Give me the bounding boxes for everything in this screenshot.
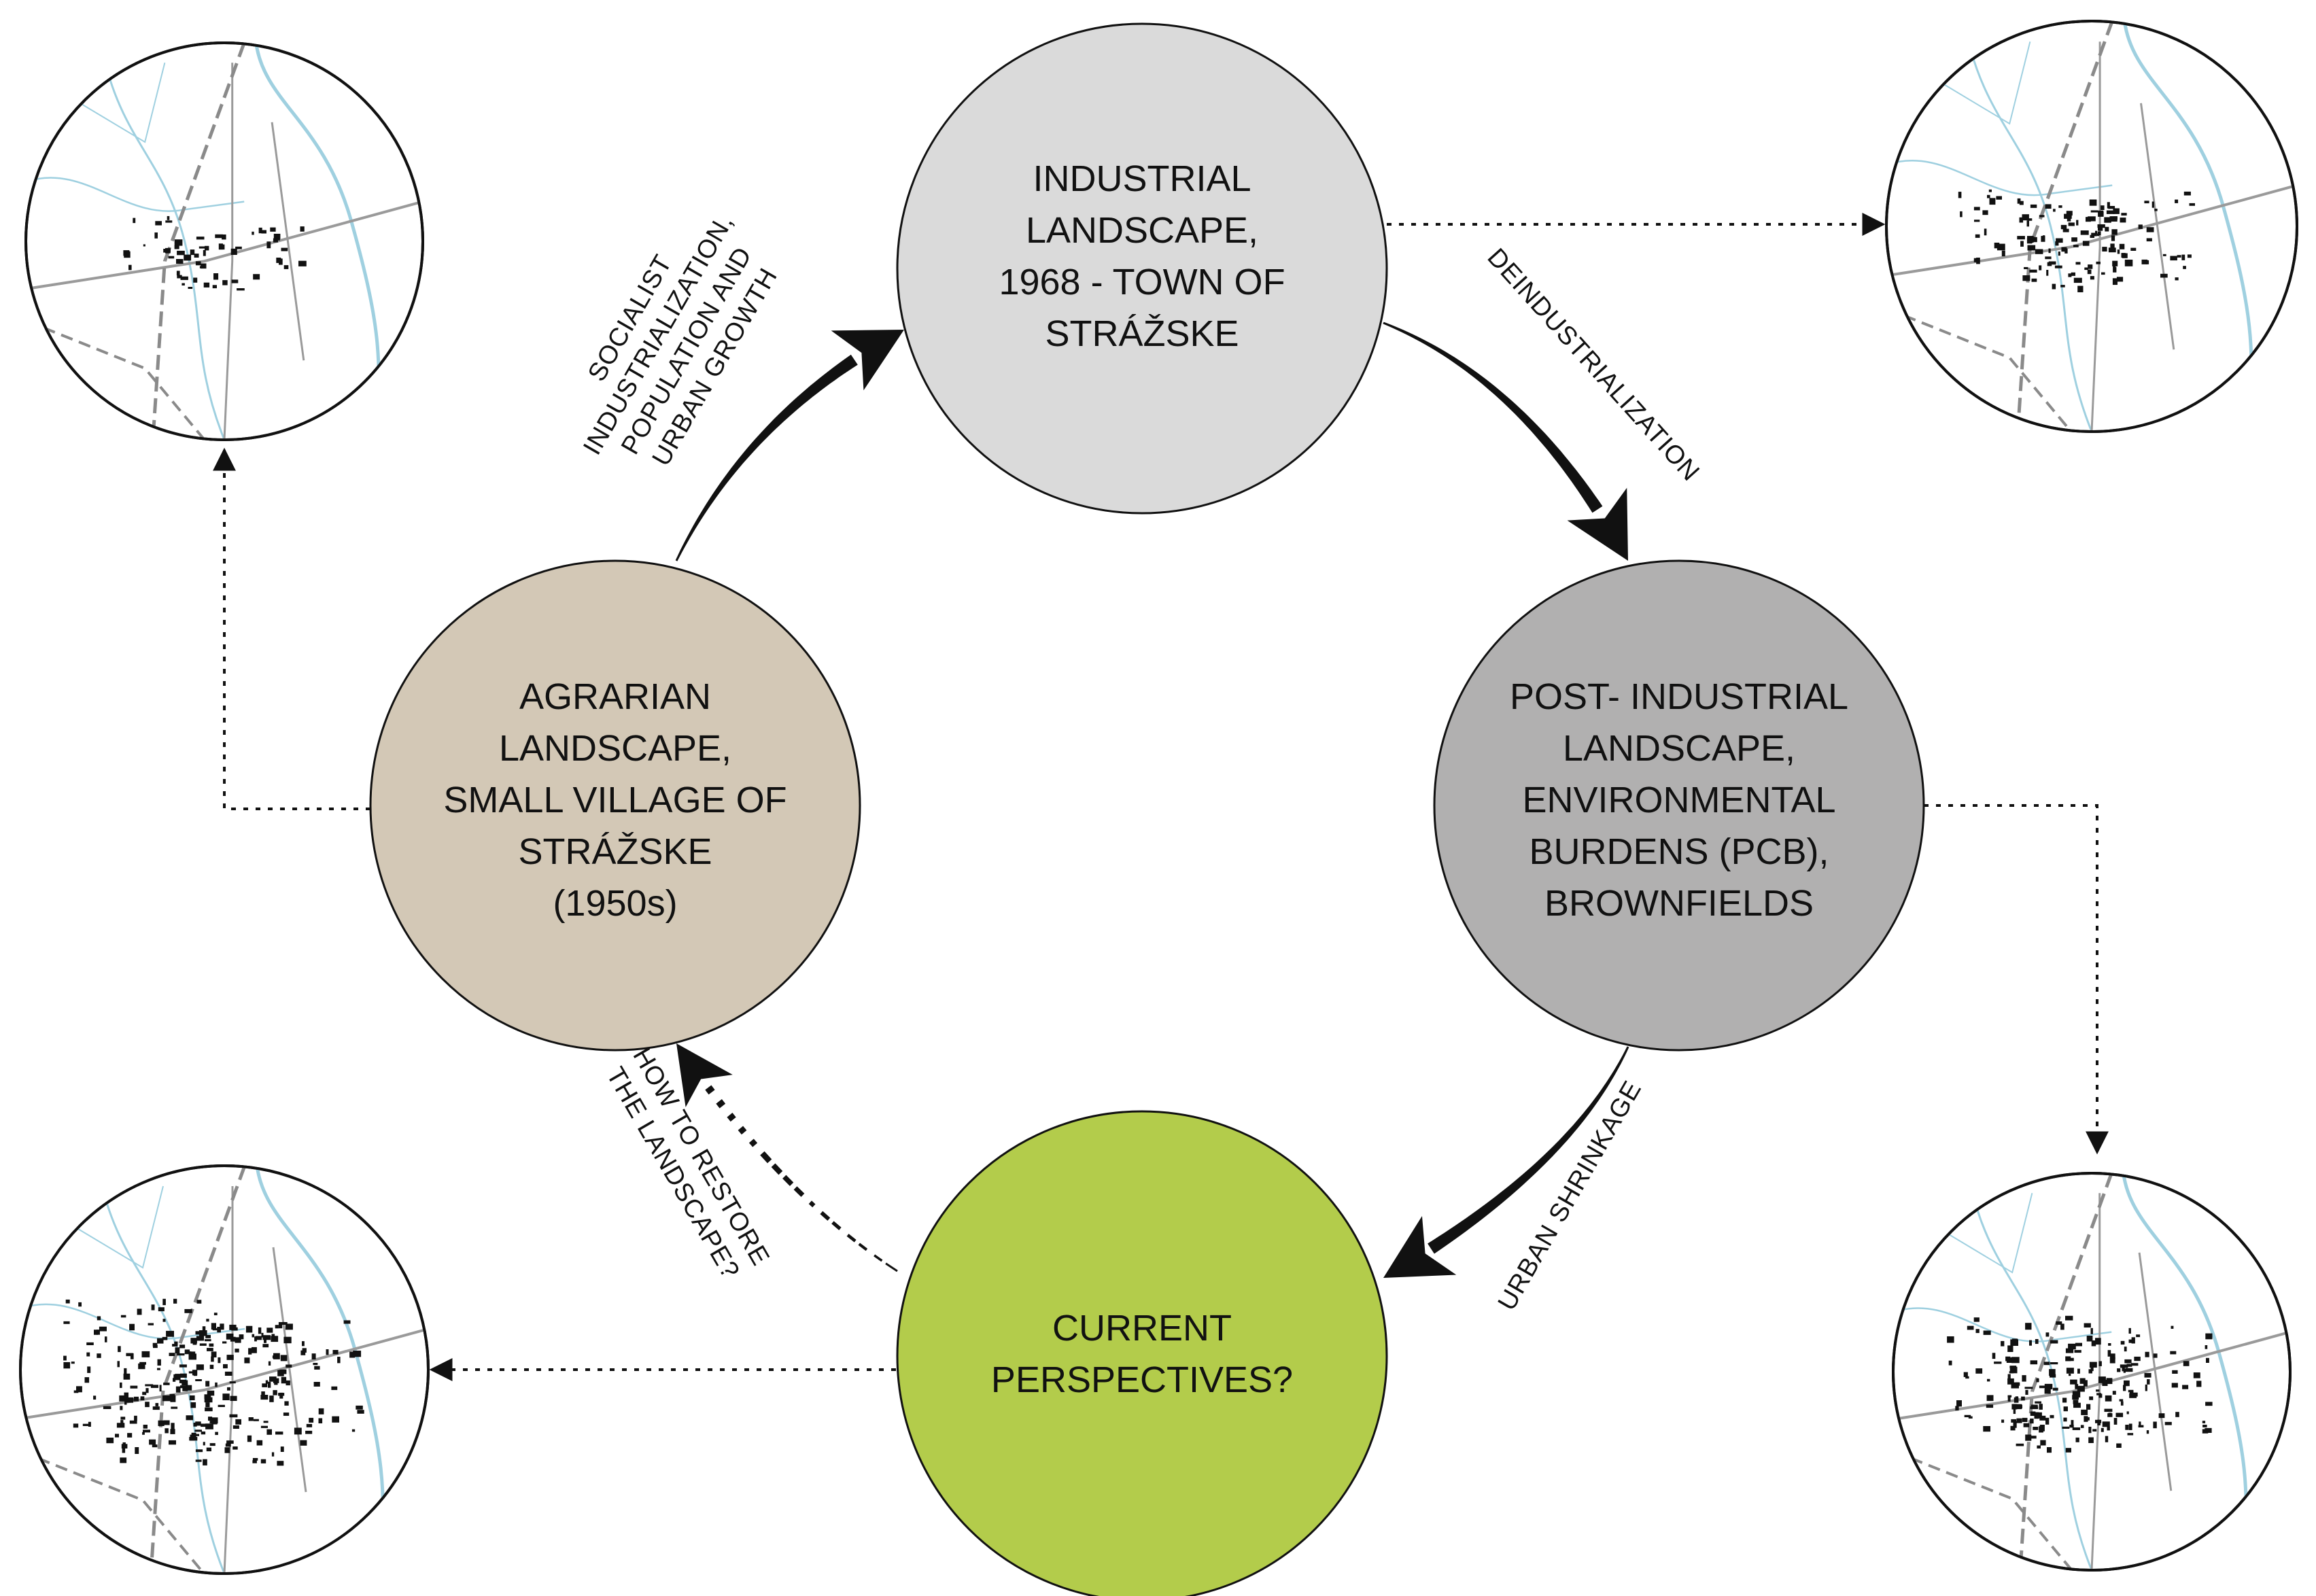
- arrow-restore-landscape: [676, 1043, 898, 1272]
- text-line: STRÁŽSKE: [1045, 313, 1239, 354]
- text-line: SMALL VILLAGE OF: [443, 780, 787, 820]
- map-1950s: [24, 41, 424, 441]
- label-deindustrialization: DEINDUSTRIALIZATION: [1482, 243, 1706, 487]
- text-line: ENVIRONMENTAL: [1522, 780, 1835, 820]
- node-post-industrial-label: POST- INDUSTRIAL LANDSCAPE, ENVIRONMENTAL B…: [1510, 676, 1848, 924]
- text-line: POST- INDUSTRIAL: [1510, 676, 1848, 717]
- node-current: CURRENT PERSPECTIVES?: [896, 1110, 1388, 1596]
- text-line: BURDENS (PCB),: [1529, 831, 1829, 872]
- text-line: 1968 - TOWN OF: [999, 262, 1285, 302]
- connector-post-industrial-to-map: [1924, 804, 2109, 1155]
- map-current: [19, 1164, 430, 1575]
- node-current-label: CURRENT PERSPECTIVES?: [991, 1308, 1293, 1400]
- text-line: AGRARIAN: [519, 676, 711, 717]
- text-line: DEINDUSTRIALIZATION: [1482, 243, 1706, 487]
- node-industrial-label: INDUSTRIAL LANDSCAPE, 1968 - TOWN OF STRÁŽS…: [999, 158, 1285, 354]
- text-line: (1950s): [553, 883, 677, 924]
- text-line: PERSPECTIVES?: [991, 1359, 1293, 1400]
- node-agrarian-label: AGRARIAN LANDSCAPE, SMALL VILLAGE OF STRÁŽS…: [443, 676, 787, 924]
- connector-agrarian-to-map: [213, 447, 370, 810]
- map-thumbnail-icon: [1885, 20, 2298, 433]
- text-line: BROWNFIELDS: [1544, 883, 1814, 924]
- label-industrialization: SOCIALISTINDUSTRIALIZATION,POPULATION AN…: [550, 193, 796, 493]
- map-1968: [1885, 20, 2298, 433]
- arrow-urban-shrinkage: [1383, 1046, 1629, 1278]
- text-line: STRÁŽSKE: [518, 831, 712, 872]
- node-industrial: INDUSTRIAL LANDSCAPE, 1968 - TOWN OF STRÁŽS…: [896, 22, 1388, 515]
- text-line: LANDSCAPE,: [1026, 210, 1258, 251]
- map-thumbnail-icon: [24, 41, 424, 441]
- arrow-urban-shrinkage-head: [1383, 1216, 1457, 1278]
- text-line: LANDSCAPE,: [1563, 728, 1795, 769]
- text-line: CURRENT: [1052, 1308, 1232, 1349]
- text-line: URBAN SHRINKAGE: [1493, 1076, 1648, 1315]
- arrow-deindustrialization: [1383, 322, 1628, 561]
- map-post-industrial: [1892, 1172, 2292, 1572]
- node-post-industrial: POST- INDUSTRIAL LANDSCAPE, ENVIRONMENTAL B…: [1433, 559, 1925, 1052]
- label-urban-shrinkage: URBAN SHRINKAGE: [1493, 1076, 1648, 1315]
- text-line: INDUSTRIAL: [1033, 158, 1251, 199]
- arrow-industrialization-head: [831, 330, 904, 391]
- arrow-deindustrialization-head: [1567, 487, 1628, 561]
- map-thumbnail-icon: [19, 1164, 430, 1575]
- node-agrarian: AGRARIAN LANDSCAPE, SMALL VILLAGE OF STRÁŽS…: [369, 559, 861, 1052]
- arrow-industrialization: [675, 330, 904, 561]
- text-line: LANDSCAPE,: [499, 728, 731, 769]
- arrow-restore-landscape-head: [676, 1043, 733, 1107]
